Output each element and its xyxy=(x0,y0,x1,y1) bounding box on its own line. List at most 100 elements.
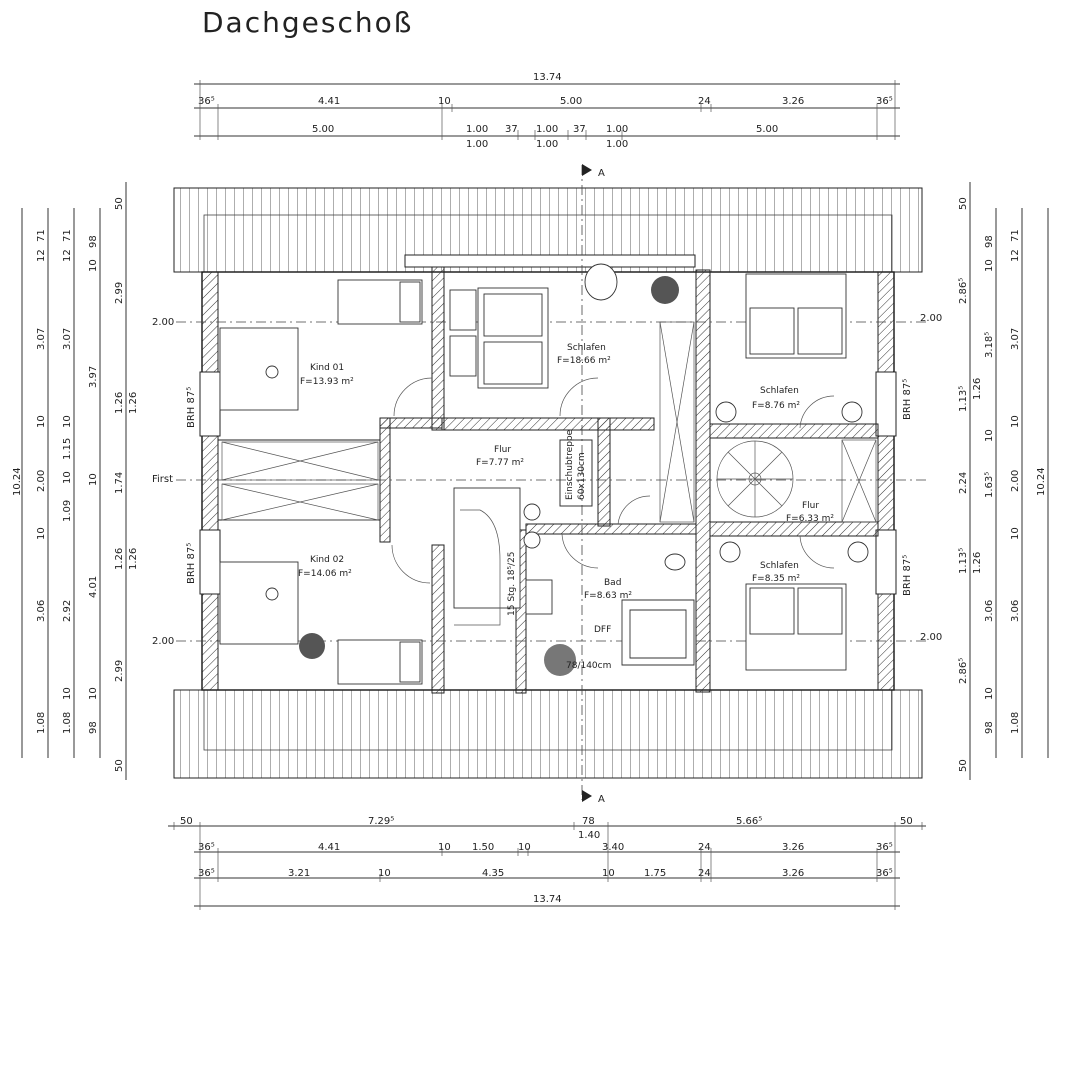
dim-b3-4: 10 xyxy=(602,868,615,879)
dim-l3-4: 4.01 xyxy=(88,576,99,598)
room-name-bad: Bad xyxy=(604,578,621,588)
shower-label-2: 78/140cm xyxy=(566,661,611,671)
dim-b1-2: 78 xyxy=(582,816,595,827)
dim-top-r3-1: 1.00 xyxy=(466,124,488,135)
dim-l4-1: 2.99 xyxy=(114,282,125,304)
dim-r2-3: 1.26 xyxy=(972,378,983,400)
dim-r1-2: 1.13⁵ xyxy=(958,386,969,412)
dim-b2-8: 36⁵ xyxy=(876,842,893,853)
dim-l3-5: 10 xyxy=(88,687,99,700)
room-name-kind02: Kind 02 xyxy=(310,555,344,565)
top-dimensions: 13.74 36⁵ 4.41 10 5.00 24 3.26 36⁵ 5.00 … xyxy=(194,72,900,150)
dim-r2-2: 3.18⁵ xyxy=(984,332,995,358)
dim-l4-0: 50 xyxy=(114,197,125,210)
dim-r2-9: 98 xyxy=(984,721,995,734)
room-area-kind01: F=13.93 m² xyxy=(300,377,354,387)
room-name-kind01: Kind 01 xyxy=(310,363,344,373)
section-marker-bottom: A xyxy=(598,794,605,805)
dim-b2-7: 3.26 xyxy=(782,842,804,853)
dim-l3-2: 3.97 xyxy=(88,366,99,388)
dim-r1-0: 50 xyxy=(958,197,969,210)
dim-b2-4: 10 xyxy=(518,842,531,853)
dim-r3-4: 2.00 xyxy=(1010,470,1021,492)
dim-b1-3: 5.66⁵ xyxy=(736,816,762,827)
dim-b2-2: 10 xyxy=(438,842,451,853)
dim-top-r3-5: 1.00 xyxy=(606,124,628,135)
dim-l1-2: 3.07 xyxy=(36,328,47,350)
dim-r1-1: 2.86⁵ xyxy=(958,278,969,304)
brh-left-bottom: BRH 87⁵ xyxy=(186,543,197,584)
dim-l4-5: 2.99 xyxy=(114,660,125,682)
stairs-label: 15 Stg. 18⁵/25 xyxy=(507,551,517,616)
dim-l4-6: 50 xyxy=(114,759,125,772)
dim-b2-3: 1.50 xyxy=(472,842,494,853)
dim-l1-7: 1.08 xyxy=(36,712,47,734)
floor-area: Einschubtreppe 60x130cm A A xyxy=(176,164,926,805)
dim-r1-4: 1.13⁵ xyxy=(958,548,969,574)
dim-b3-5: 1.75 xyxy=(644,868,666,879)
dim-b2-5: 3.40 xyxy=(602,842,624,853)
dim-l1-1: 71 xyxy=(36,229,47,242)
dim-r3-3: 10 xyxy=(1010,415,1021,428)
dim-l2-4: 1.15 xyxy=(62,438,73,460)
dim-l3-3: 10 xyxy=(88,473,99,486)
dim-r2-7: 3.06 xyxy=(984,600,995,622)
room-area-schlafen-main: F=18.66 m² xyxy=(557,356,611,366)
first-label: First xyxy=(152,474,173,485)
level-mark-left-top: 2.00 xyxy=(152,317,174,328)
brh-left-top: BRH 87⁵ xyxy=(186,387,197,428)
room-name-flur-e: Flur xyxy=(802,501,819,511)
dim-l4-4: 1.26 xyxy=(114,548,125,570)
dim-r3-1: 71 xyxy=(1010,229,1021,242)
dim-l2-6: 1.09 xyxy=(62,500,73,522)
dim-l2-5: 10 xyxy=(62,471,73,484)
dim-r3-2: 3.07 xyxy=(1010,328,1021,350)
dim-top-r3s-0: 1.00 xyxy=(466,139,488,150)
room-area-schlafen-ne: F=8.76 m² xyxy=(752,401,800,411)
dim-l2-9: 1.08 xyxy=(62,712,73,734)
dim-l2-1: 71 xyxy=(62,229,73,242)
dim-l1-3: 10 xyxy=(36,415,47,428)
dim-top-r2-2: 10 xyxy=(438,96,451,107)
room-name-schlafen-ne: Schlafen xyxy=(760,386,799,396)
room-name-schlafen-main: Schlafen xyxy=(567,343,606,353)
dim-top-r3s-1: 1.00 xyxy=(536,139,558,150)
dim-top-r2-0: 36⁵ xyxy=(198,96,215,107)
dim-l1-4: 2.00 xyxy=(36,470,47,492)
dim-l1-0: 12 xyxy=(36,249,47,262)
dim-r1-5: 2.86⁵ xyxy=(958,658,969,684)
dim-top-r3-4: 37 xyxy=(573,124,586,135)
room-labels: Kind 01 F=13.93 m² Schlafen F=18.66 m² S… xyxy=(298,343,834,671)
level-mark-right-bottom: 2.00 xyxy=(920,632,942,643)
dim-top-total: 13.74 xyxy=(533,72,562,83)
section-marker-top: A xyxy=(598,168,605,179)
dim-top-r3-6: 5.00 xyxy=(756,124,778,135)
dim-b3-2: 10 xyxy=(378,868,391,879)
dim-l4-2: 1.26 xyxy=(114,392,125,414)
dim-r3-0: 12 xyxy=(1010,249,1021,262)
room-area-bad: F=8.63 m² xyxy=(584,591,632,601)
brh-right-bottom: BRH 87⁵ xyxy=(902,555,913,596)
roof-tiles xyxy=(173,187,923,779)
dim-b1-1: 7.29⁵ xyxy=(368,816,394,827)
dim-top-r2-4: 24 xyxy=(698,96,711,107)
dim-top-r3-0: 5.00 xyxy=(312,124,334,135)
dim-r2-8: 10 xyxy=(984,687,995,700)
dim-l5-0: 1.26 xyxy=(128,392,139,414)
dim-top-r2-3: 5.00 xyxy=(560,96,582,107)
dim-top-r3-2: 37 xyxy=(505,124,518,135)
dim-l2-8: 10 xyxy=(62,687,73,700)
brh-right-top: BRH 87⁵ xyxy=(902,379,913,420)
dim-r3-5: 10 xyxy=(1010,527,1021,540)
spiral-staircase xyxy=(716,440,794,518)
dim-l2-3: 10 xyxy=(62,415,73,428)
dim-left-outer: 10.24 xyxy=(12,467,23,496)
hatch-label-2: 60x130cm xyxy=(577,452,587,500)
dim-b3-8: 36⁵ xyxy=(876,868,893,879)
dim-l2-7: 2.92 xyxy=(62,600,73,622)
room-area-kind02: F=14.06 m² xyxy=(298,569,352,579)
dim-r2-4: 10 xyxy=(984,429,995,442)
dim-l4-3: 1.74 xyxy=(114,472,125,494)
dim-l1-6: 3.06 xyxy=(36,600,47,622)
